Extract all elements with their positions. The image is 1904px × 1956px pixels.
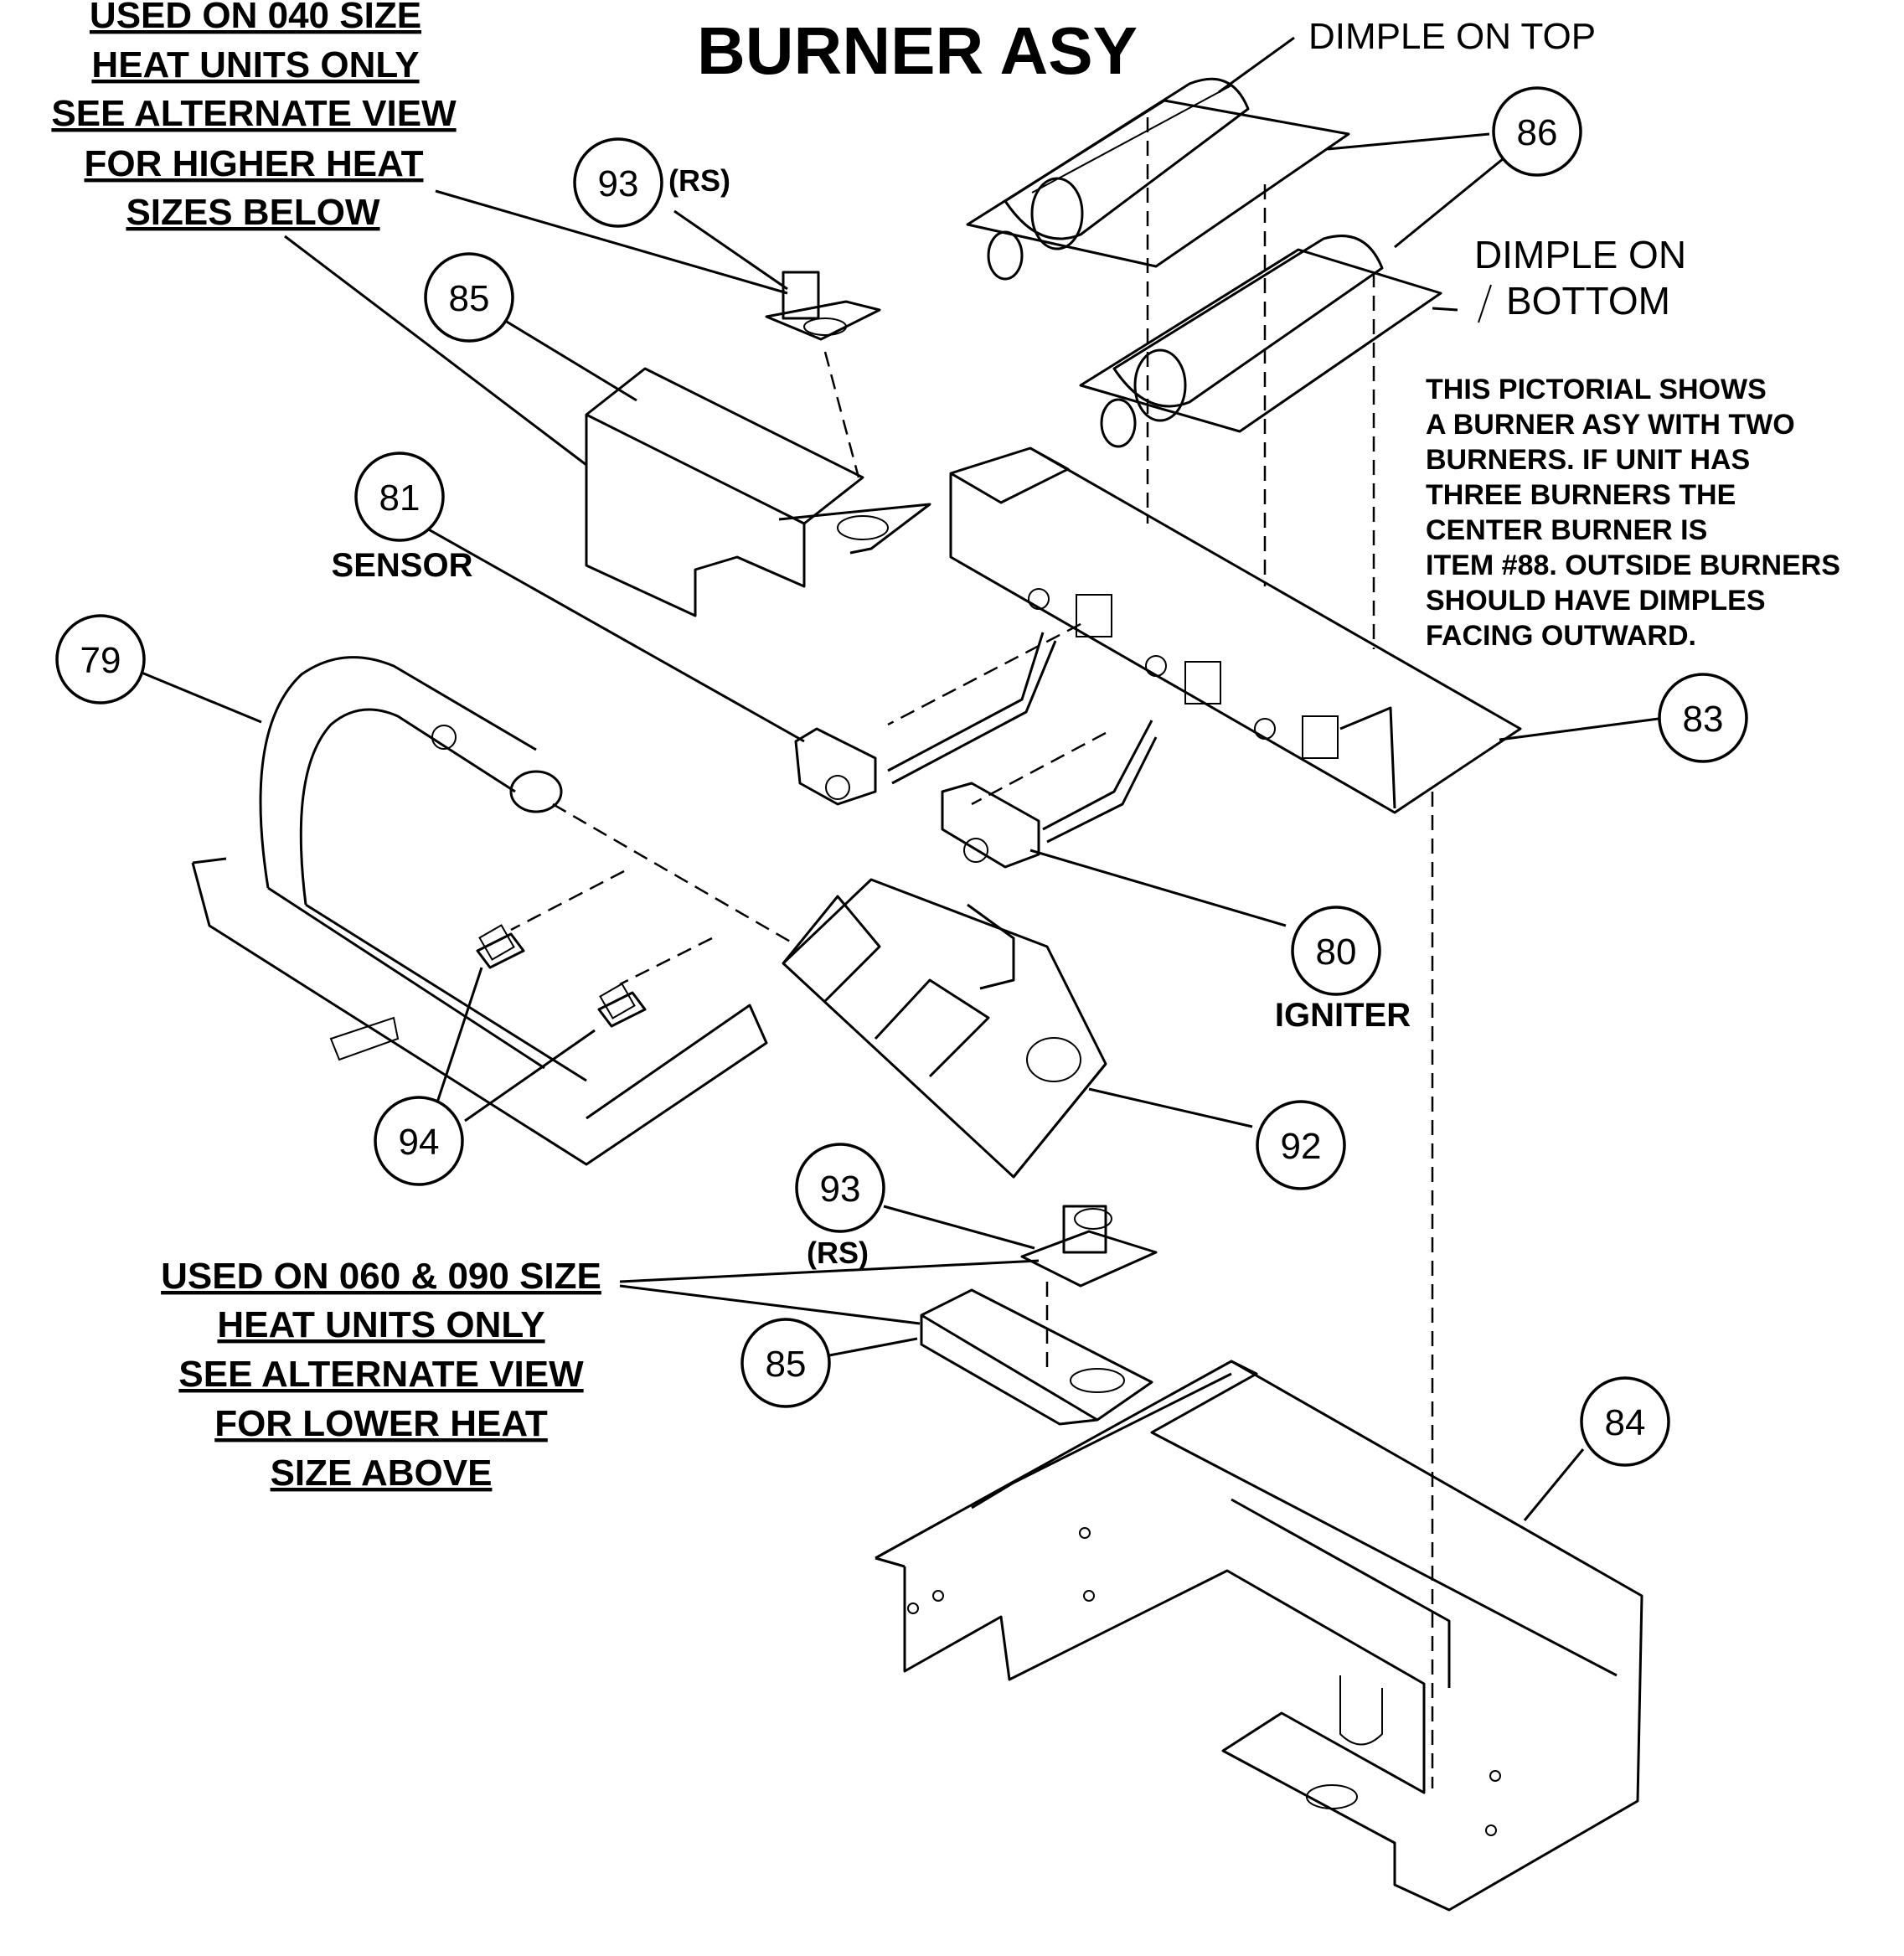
leader-dimple-bottom: [1478, 284, 1492, 323]
svg-text:80: 80: [1316, 932, 1357, 973]
dimple-top-label: DIMPLE ON TOP: [1308, 16, 1596, 57]
note-bottom-line-1: USED ON 060 & 090 SIZE: [161, 1256, 601, 1297]
bubble-81[interactable]: 81: [354, 452, 445, 542]
bubble-83[interactable]: 83: [1658, 673, 1748, 763]
pictorial-note-line-4: THREE BURNERS THE: [1426, 479, 1736, 511]
hot-surface-igniter: [941, 720, 1158, 869]
diagram-title: BURNER ASY: [697, 13, 1138, 88]
dash-orifice-a: [510, 870, 625, 932]
svg-text:81: 81: [379, 477, 421, 519]
heat-shield-lower: [920, 1288, 1153, 1426]
svg-text:84: 84: [1605, 1402, 1646, 1443]
bubble-80[interactable]: 80: [1291, 906, 1381, 996]
leader-85-top: [498, 315, 637, 402]
svg-text:79: 79: [80, 640, 121, 681]
dash-igniter: [971, 731, 1107, 806]
note-bottom: USED ON 060 & 090 SIZE HEAT UNITS ONLY S…: [161, 1256, 601, 1494]
dimple-bottom-label-2: BOTTOM: [1506, 279, 1670, 323]
leader-80: [1029, 849, 1287, 927]
dash-orifice-b: [619, 937, 713, 986]
leader-86-b: [1394, 153, 1509, 249]
heat-shield-upper: [585, 367, 931, 617]
leader-85-bottom: [828, 1337, 918, 1357]
leader-93-top: [673, 209, 788, 291]
burner-upper: [966, 77, 1350, 281]
burner-lower: [1079, 235, 1442, 448]
leader-note-top-a: [435, 189, 788, 295]
bubble-85-bottom[interactable]: 85: [740, 1318, 831, 1408]
leader-note-bottom-a: [619, 1259, 1040, 1283]
burner-tray: [875, 1360, 1643, 1912]
svg-text:85: 85: [766, 1344, 807, 1385]
note-top-line-3: SEE ALTERNATE VIEW: [51, 93, 457, 134]
bubble-92[interactable]: 92: [1256, 1100, 1346, 1190]
gas-valve: [782, 878, 1107, 1179]
svg-text:93: 93: [598, 163, 639, 204]
flame-sensor: [794, 632, 1057, 806]
note-bottom-line-5: SIZE ABOVE: [271, 1453, 493, 1494]
bubble-93-top[interactable]: 93: [573, 137, 663, 228]
rs-label-top: (RS): [668, 163, 730, 198]
leader-84: [1523, 1448, 1585, 1521]
note-bottom-line-3: SEE ALTERNATE VIEW: [178, 1354, 584, 1395]
note-top-line-1: USED ON 040 SIZE: [90, 0, 421, 36]
note-bottom-line-2: HEAT UNITS ONLY: [217, 1304, 544, 1345]
orifice-a: [476, 924, 525, 969]
dimple-bottom-label-1: DIMPLE ON: [1474, 233, 1686, 276]
pictorial-note-line-8: FACING OUTWARD.: [1426, 620, 1696, 652]
dash-switch-top: [823, 351, 860, 478]
note-top: USED ON 040 SIZE HEAT UNITS ONLY SEE ALT…: [51, 0, 457, 233]
gas-manifold: [191, 656, 768, 1166]
note-top-line-2: HEAT UNITS ONLY: [91, 44, 419, 85]
svg-text:92: 92: [1281, 1126, 1322, 1167]
pictorial-note-line-2: A BURNER ASY WITH TWO: [1426, 409, 1795, 441]
pictorial-note-line-5: CENTER BURNER IS: [1426, 514, 1707, 546]
svg-text:86: 86: [1517, 112, 1558, 153]
pictorial-note: THIS PICTORIAL SHOWS A BURNER ASY WITH T…: [1426, 374, 1840, 652]
bubble-84[interactable]: 84: [1580, 1376, 1670, 1467]
rs-label-bottom: (RS): [807, 1236, 869, 1270]
pictorial-note-line-1: THIS PICTORIAL SHOWS: [1426, 374, 1767, 405]
leader-94-a: [434, 967, 483, 1108]
pictorial-note-line-3: BURNERS. IF UNIT HAS: [1426, 444, 1750, 476]
bubble-93-bottom[interactable]: 93: [795, 1143, 885, 1233]
note-bottom-line-4: FOR LOWER HEAT: [214, 1403, 548, 1444]
svg-text:94: 94: [399, 1122, 440, 1163]
leader-dimple-bottom-arrow: [1432, 307, 1458, 312]
leader-92: [1088, 1087, 1253, 1128]
leader-94-b: [464, 1029, 596, 1123]
leader-lines: [135, 36, 1659, 1521]
orifice-b: [597, 983, 647, 1028]
leader-93-bottom: [883, 1205, 1035, 1250]
leader-83: [1499, 717, 1659, 741]
leader-dimple-top: [1218, 36, 1295, 94]
sensor-label: SENSOR: [332, 547, 473, 584]
leader-note-top-b: [284, 235, 587, 467]
bubble-86[interactable]: 86: [1492, 86, 1582, 177]
note-top-line-5: SIZES BELOW: [126, 192, 380, 233]
bubble-94[interactable]: 94: [374, 1096, 464, 1186]
svg-text:85: 85: [449, 278, 490, 319]
note-top-line-4: FOR HIGHER HEAT: [85, 143, 424, 184]
dash-manifold-valve: [552, 803, 792, 944]
pictorial-note-line-7: SHOULD HAVE DIMPLES: [1426, 585, 1766, 617]
leader-79: [135, 668, 262, 724]
svg-text:93: 93: [820, 1169, 861, 1210]
bubble-79[interactable]: 79: [55, 614, 146, 704]
igniter-label: IGNITER: [1275, 997, 1411, 1034]
leader-86-a: [1327, 132, 1490, 151]
bubble-85-top[interactable]: 85: [424, 252, 514, 343]
alignment-lines: [510, 117, 1434, 1788]
limit-switch-upper: [765, 271, 881, 341]
dash-sensor: [887, 622, 1081, 726]
svg-text:83: 83: [1683, 699, 1724, 740]
burner-rack: [949, 446, 1522, 814]
limit-switch-lower: [1020, 1205, 1158, 1288]
leader-81: [425, 526, 805, 743]
leader-note-bottom-b: [619, 1284, 921, 1325]
pictorial-note-line-6: ITEM #88. OUTSIDE BURNERS: [1426, 550, 1840, 581]
